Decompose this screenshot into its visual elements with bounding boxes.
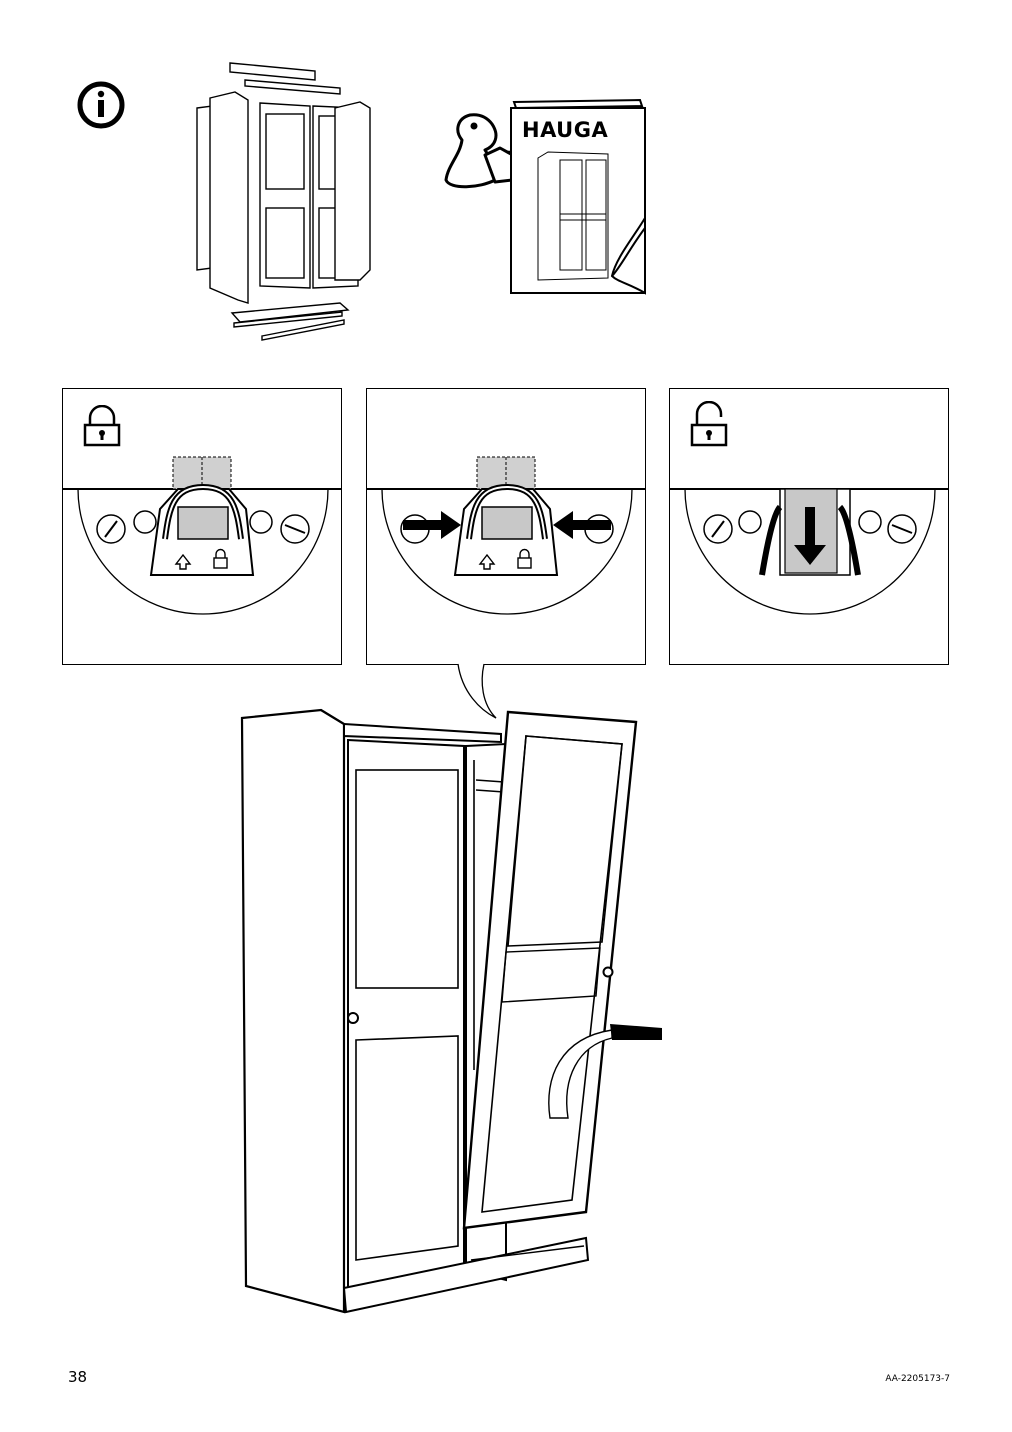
lock-step-panel-1 xyxy=(62,388,342,665)
curved-arrow-icon xyxy=(540,1018,670,1123)
page-number: 38 xyxy=(68,1368,88,1386)
padlock-locked-icon xyxy=(81,405,123,447)
wardrobe-parts-exploded-icon xyxy=(190,58,390,348)
document-code: AA-2205173-7 xyxy=(885,1374,950,1384)
lock-step-panel-3 xyxy=(669,388,949,665)
booklet-title: HAUGA xyxy=(522,118,609,142)
callout-pointer xyxy=(440,662,520,722)
info-icon xyxy=(76,80,126,130)
lock-step-panel-2 xyxy=(366,388,646,665)
pull-down-arrow-icon xyxy=(794,507,826,565)
padlock-unlocked-icon xyxy=(688,401,730,447)
booklet xyxy=(508,98,648,296)
person-reading-icon xyxy=(440,110,535,195)
wardrobe-with-door-being-removed xyxy=(236,700,676,1320)
squeeze-arrow-left-icon xyxy=(403,511,461,539)
squeeze-arrow-right-icon xyxy=(553,511,611,539)
